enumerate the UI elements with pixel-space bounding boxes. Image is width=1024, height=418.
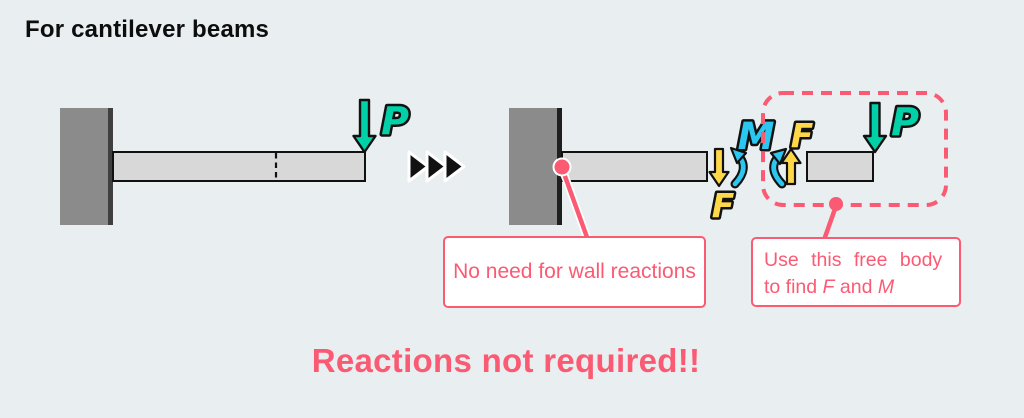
callout-line2-text: to find — [764, 276, 823, 299]
callout-line2-var-m: M — [877, 276, 895, 299]
free-body-figure: F P — [761, 91, 948, 207]
load-label-left: P — [381, 99, 409, 143]
connector-dot-freebody — [829, 197, 843, 211]
moment-arrowhead-freebody — [769, 147, 788, 166]
free-body-beam-segment — [806, 151, 874, 182]
shear-label-beam: F — [712, 186, 735, 225]
connector-dot-wall — [554, 159, 570, 175]
shear-label-freebody: F — [791, 116, 814, 155]
callout-line2-var-f: F — [822, 276, 835, 299]
callout-free-body-line2: to find F and M — [764, 274, 948, 301]
load-down-arrow-icon-left — [352, 98, 377, 154]
left-beam — [112, 151, 366, 182]
transition-arrows-icon — [407, 150, 466, 183]
free-body-dashed-outline — [761, 91, 948, 207]
connector-line-wall — [559, 165, 591, 243]
left-wall-face-edge — [108, 108, 113, 225]
callout-wall-reactions-text: No need for wall reactions — [453, 260, 696, 283]
page-title: For cantilever beams — [25, 16, 270, 43]
callout-free-body-line1: Use this free body — [764, 249, 943, 271]
left-cantilever-figure: P — [60, 97, 412, 225]
shear-down-arrow-icon-beam — [708, 147, 730, 188]
callout-line2-and: and — [834, 276, 878, 299]
moment-label: M — [738, 115, 775, 158]
moment-arrowhead-beam — [729, 146, 748, 165]
shear-up-arrow-icon-freebody — [780, 147, 802, 186]
right-wall-block — [509, 108, 557, 225]
callout-connectors — [552, 157, 843, 244]
connector-line-freebody — [821, 203, 839, 243]
callout-wall-reactions: No need for wall reactions — [443, 236, 706, 308]
callout-free-body: Use this free body to find F and M — [751, 237, 961, 307]
right-cantilever-figure: M F — [509, 108, 777, 228]
right-beam — [561, 151, 708, 182]
headline: Reactions not required!! — [311, 342, 701, 379]
left-wall-block — [60, 108, 108, 225]
load-down-arrow-icon-freebody — [862, 101, 888, 154]
load-label-freebody: P — [891, 100, 919, 144]
